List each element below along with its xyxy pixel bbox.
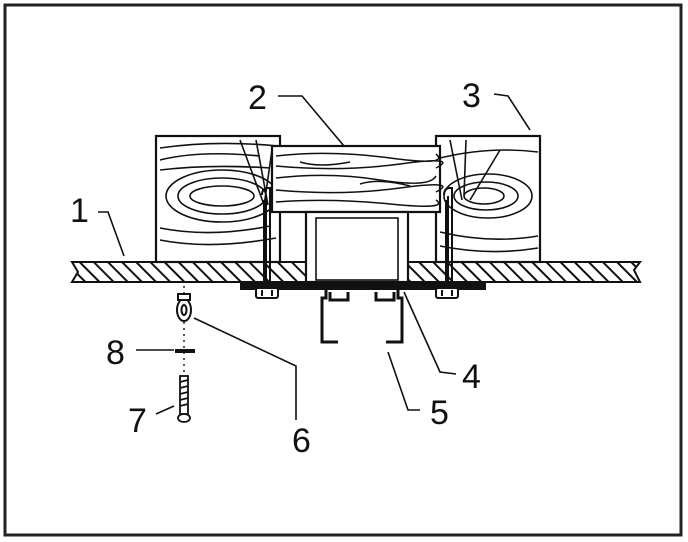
channel-box: [304, 210, 410, 284]
right-bolt: [435, 187, 459, 299]
mounting-plate: [240, 283, 486, 290]
middle-wood-beam: [270, 144, 444, 214]
leader-3: [493, 93, 531, 131]
rail-profile: [320, 290, 404, 344]
label-1: 1: [70, 192, 89, 230]
label-3: 3: [462, 77, 481, 115]
label-6: 6: [292, 422, 311, 460]
washer: [175, 349, 195, 353]
left-wood-block: [154, 134, 282, 264]
screw: [177, 375, 191, 423]
label-5: 5: [430, 394, 449, 432]
eye-hook: [176, 293, 192, 322]
leader-2: [278, 95, 345, 147]
leader-1: [98, 211, 125, 257]
right-wood-block: [434, 134, 542, 264]
label-2: 2: [248, 79, 267, 117]
leader-7: [155, 405, 175, 415]
label-4: 4: [462, 358, 481, 396]
left-bolt: [255, 187, 279, 299]
leader-5: [387, 351, 420, 411]
leader-lines: [98, 93, 531, 420]
label-8: 8: [106, 334, 125, 372]
leader-6: [193, 317, 297, 420]
label-7: 7: [128, 402, 147, 440]
leader-4: [403, 291, 457, 375]
